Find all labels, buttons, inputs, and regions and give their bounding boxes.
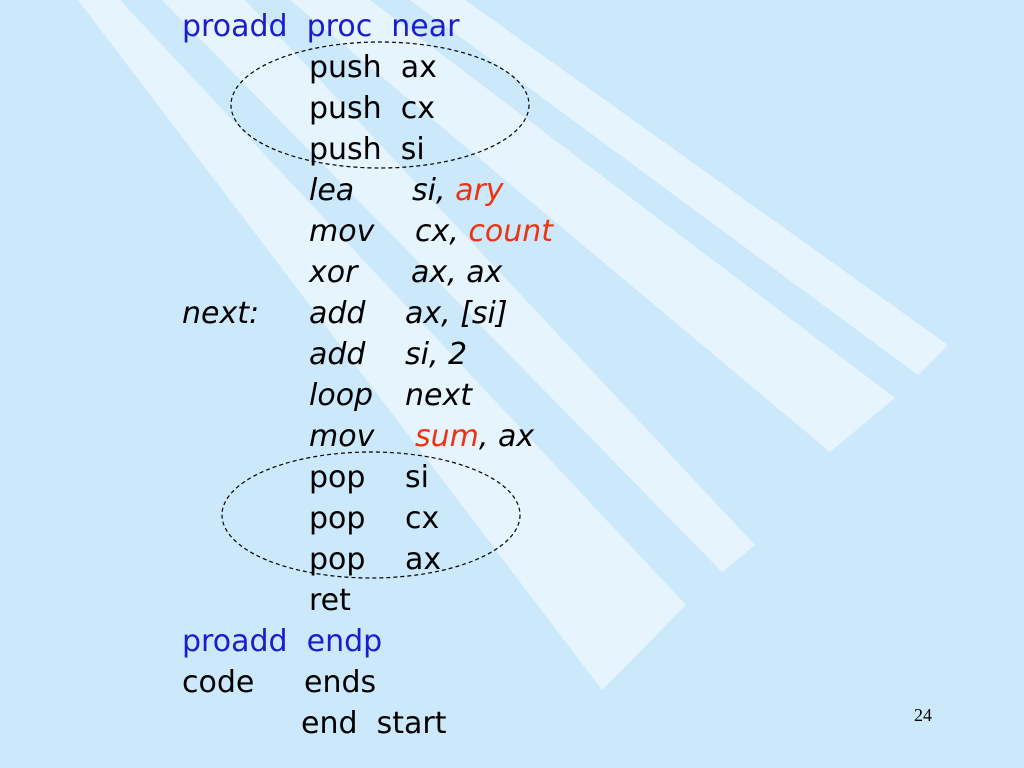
code-line-1: proadd proc near	[182, 9, 460, 44]
stripe	[78, 0, 686, 690]
code-line-18: end start	[301, 706, 447, 741]
code-line-15: ret	[309, 583, 351, 618]
code-line-2: push ax	[309, 50, 437, 85]
code-line-16: proadd endp	[182, 624, 383, 659]
code-line-4: push si	[309, 132, 425, 167]
pop-registers-oval	[221, 451, 521, 579]
stripe	[290, 0, 895, 452]
code-line-3: push cx	[309, 91, 436, 126]
page-number: 24	[914, 705, 932, 725]
stripe	[410, 0, 948, 375]
push-registers-oval	[230, 41, 530, 169]
stripe	[162, 0, 755, 572]
